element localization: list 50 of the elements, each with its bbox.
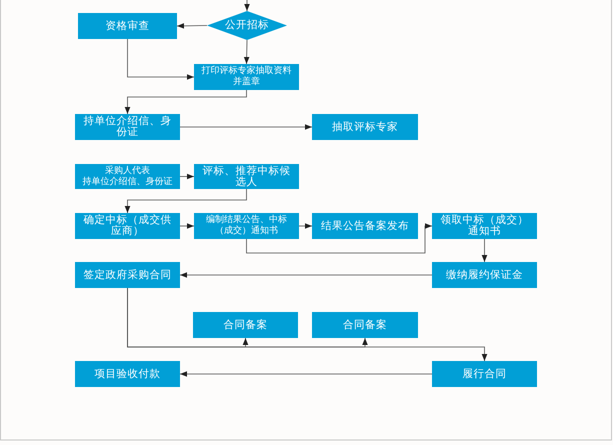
box-label: 资格审查 <box>106 20 150 32</box>
box-label: 公开招标 <box>225 20 269 31</box>
box-label: 项目验收付款 <box>94 368 160 380</box>
process-box <box>312 312 418 338</box>
process-box <box>432 361 537 387</box>
box-label: 合同备案 <box>224 320 268 330</box>
box-label: 结果公告备案发布 <box>321 220 409 232</box>
process-box <box>193 312 298 338</box>
process-box <box>75 164 180 189</box>
arrow <box>180 174 194 180</box>
process-box <box>75 213 180 239</box>
arrow <box>180 223 194 229</box>
arrow <box>127 288 488 362</box>
process-box <box>194 64 299 90</box>
arrow <box>482 238 488 262</box>
process-box <box>194 164 299 189</box>
arrow <box>180 371 432 377</box>
process-box <box>432 262 537 288</box>
arrow <box>298 223 312 229</box>
arrow <box>124 90 247 114</box>
box-label: 编制结果公告、中标（成交）通知书 <box>205 215 288 237</box>
box-label: 签定政府采购合同 <box>84 270 172 280</box>
box-label: 抽取评标专家 <box>332 122 398 132</box>
box-label: 评标、推荐中标候选人 <box>202 166 292 188</box>
decision-diamond <box>207 11 287 40</box>
box-label: 打印评标专家抽取资料并盖章 <box>200 66 292 88</box>
arrow <box>246 223 432 254</box>
box-label: 履行合同 <box>462 368 506 380</box>
process-box <box>75 262 180 288</box>
arrow <box>244 40 250 64</box>
process-box <box>312 114 418 140</box>
box-label: 合同备案 <box>343 320 387 330</box>
arrow <box>127 38 194 80</box>
process-box <box>75 361 180 387</box>
box-label: 领取中标（成交）通知书 <box>440 215 530 237</box>
arrow <box>244 0 250 12</box>
arrow <box>124 188 247 214</box>
process-box <box>78 13 177 39</box>
process-box <box>194 213 299 239</box>
box-label: 确定中标（成交供应商） <box>82 215 172 237</box>
box-label: 持单位介绍信、身份证 <box>82 116 172 138</box>
arrow <box>176 23 208 29</box>
arrow <box>180 124 312 130</box>
process-box <box>312 213 418 239</box>
box-label: 采购人代表 <box>105 166 150 176</box>
box-label: 持单位介绍信、身份证 <box>82 176 172 188</box>
arrow <box>180 272 432 278</box>
process-box <box>432 213 537 239</box>
box-label: 缴纳履约保证金 <box>446 270 523 280</box>
process-box <box>75 114 180 140</box>
